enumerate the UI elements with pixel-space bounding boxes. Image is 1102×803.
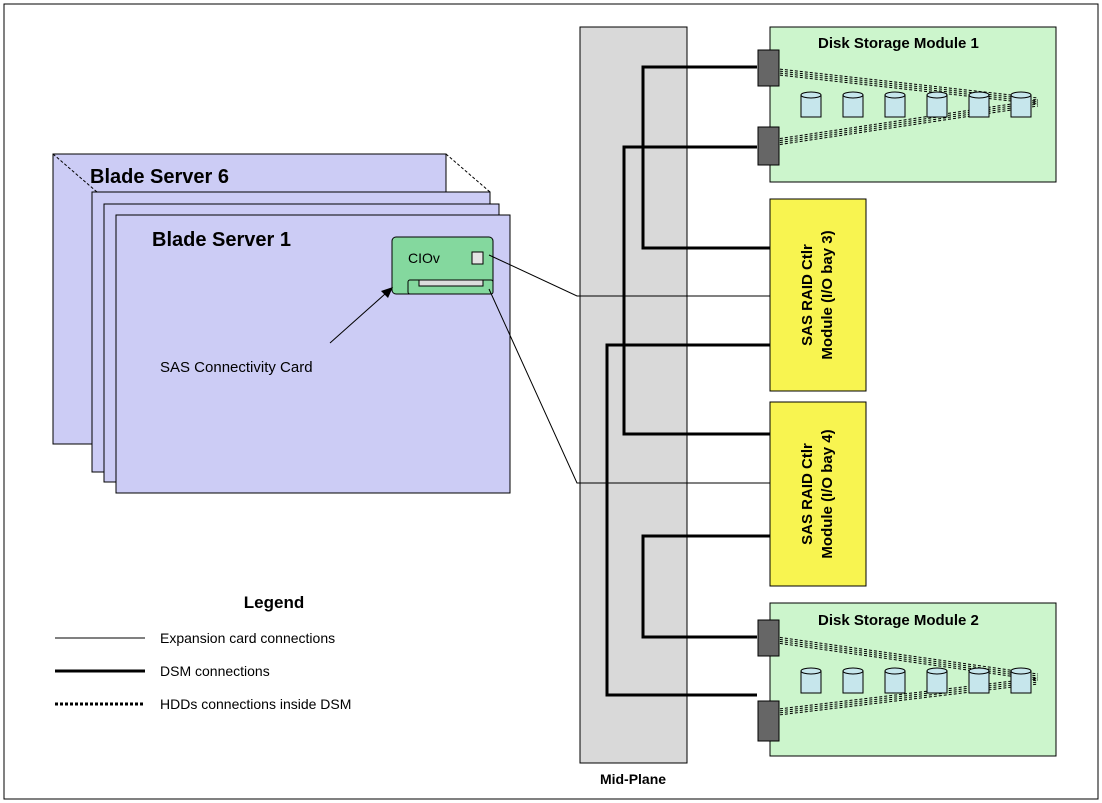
dsm2-port-bottom	[757, 700, 780, 742]
legend-item-expansion: Expansion card connections	[160, 630, 335, 646]
callout-arrow-head	[381, 287, 393, 298]
dsm1-port-top	[757, 49, 780, 87]
dsm2-hdd-group	[800, 667, 1032, 694]
ciov-connector-slot	[418, 279, 484, 287]
blade-server-6-label: Blade Server 6	[90, 166, 229, 188]
dsm2-bottom-to-bay3	[605, 343, 770, 697]
dsm1-top-to-bay3	[641, 65, 770, 250]
legend-item-hdd: HDDs connections inside DSM	[160, 696, 351, 712]
raid-bay4-box	[769, 401, 867, 587]
raid-bay3-line2: Module (I/O bay 3)	[819, 230, 836, 359]
dsm2-top-to-bay4	[641, 534, 770, 639]
dsm2-hdd-links	[769, 635, 1039, 717]
callout-label: SAS Connectivity Card	[160, 359, 313, 376]
disk-storage-module-2: Disk Storage Module 2	[757, 602, 1057, 757]
dsm1-port-bottom	[757, 126, 780, 166]
sas-raid-module-bay4: SAS RAID Ctlr Module (I/O bay 4)	[769, 401, 867, 587]
mid-plane-label: Mid-Plane	[600, 771, 666, 787]
raid-bay3-box	[769, 198, 867, 392]
legend-item-dsm: DSM connections	[160, 663, 270, 679]
raid-bay4-line2: Module (I/O bay 4)	[819, 429, 836, 558]
dsm-connections	[605, 65, 770, 697]
expansion-connection-bay3	[488, 254, 770, 297]
dsm1-hdd-links	[769, 67, 1039, 147]
dsm1-label: Disk Storage Module 1	[818, 35, 979, 52]
ciov-card-label: CIOv	[408, 250, 440, 266]
hdd-icon	[800, 91, 822, 118]
hdd-icon	[1010, 667, 1032, 694]
ciov-port	[471, 251, 484, 265]
dsm1-hdd-group	[800, 91, 1032, 118]
hdd-icon	[926, 667, 948, 694]
hdd-icon	[884, 91, 906, 118]
hdd-icon	[926, 91, 948, 118]
dsm2-box	[769, 602, 1057, 757]
hdd-icon	[1010, 91, 1032, 118]
legend-title: Legend	[244, 593, 304, 612]
callout-arrow-line	[329, 293, 386, 344]
raid-bay3-line1: SAS RAID Ctlr	[799, 244, 816, 346]
expansion-connection-bay4	[488, 288, 770, 484]
hdd-icon	[800, 667, 822, 694]
dsm2-port-top	[757, 619, 780, 657]
hdd-icon	[842, 667, 864, 694]
hdd-icon	[968, 667, 990, 694]
legend: Legend Expansion card connections DSM co…	[55, 593, 351, 712]
dsm2-label: Disk Storage Module 2	[818, 612, 979, 629]
hdd-icon	[968, 91, 990, 118]
blade-server-stack: Blade Server 6 Blade Server 1 CIOv	[52, 153, 511, 494]
mid-plane	[579, 26, 688, 764]
hdd-icon	[842, 91, 864, 118]
dsm1-bottom-to-bay4	[622, 145, 770, 436]
raid-bay4-line1: SAS RAID Ctlr	[799, 443, 816, 545]
disk-storage-module-1: Disk Storage Module 1	[757, 26, 1057, 183]
sas-raid-module-bay3: SAS RAID Ctlr Module (I/O bay 3)	[769, 198, 867, 392]
blade-server-1-label: Blade Server 1	[152, 229, 291, 251]
hdd-icon	[884, 667, 906, 694]
